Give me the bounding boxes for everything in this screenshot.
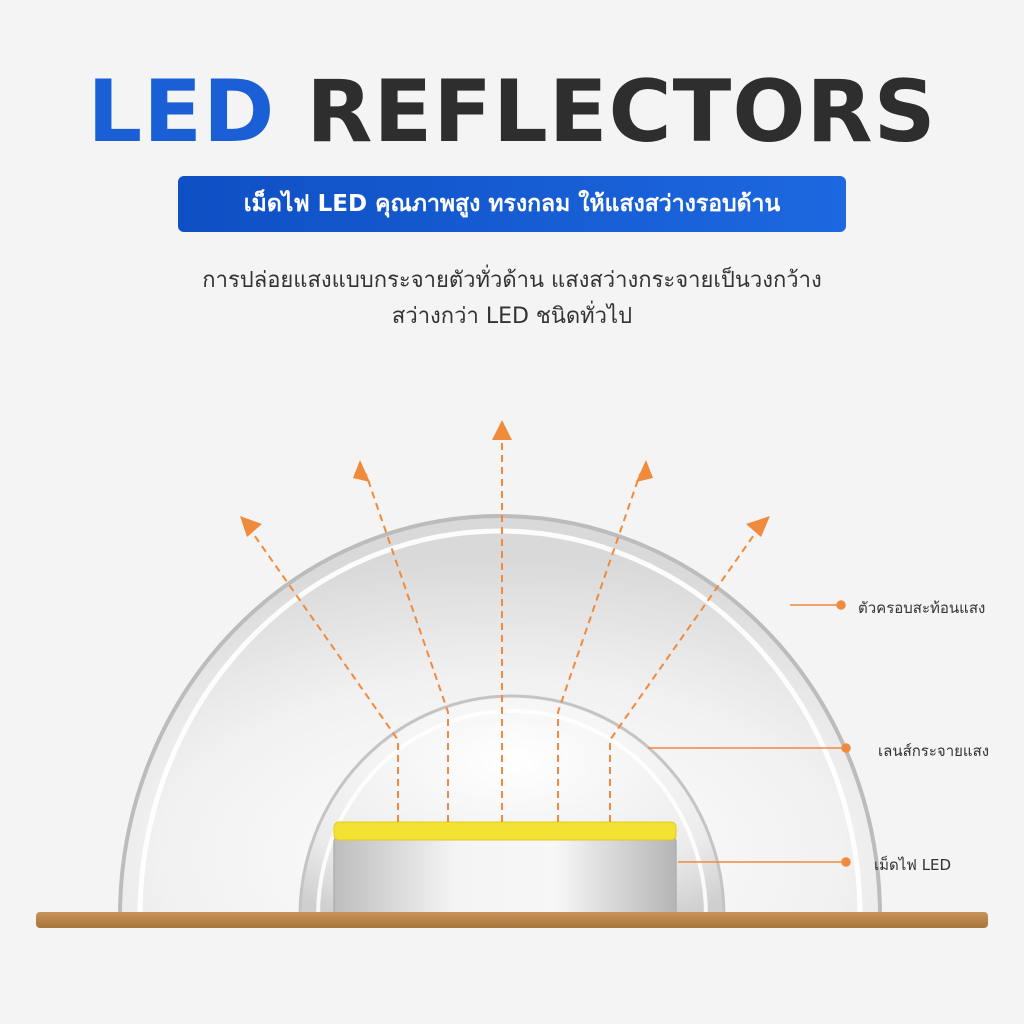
callout-dot-lens bbox=[841, 743, 851, 753]
arrow-head-3 bbox=[492, 420, 512, 440]
callout-lens: เลนส์กระจายแสง bbox=[878, 742, 990, 760]
light-rays bbox=[251, 436, 757, 822]
description-line-1: การปล่อยแสงแบบกระจายตัวทั่วด้าน แสงสว่าง… bbox=[202, 268, 822, 293]
title-reflectors: REFLECTORS bbox=[306, 62, 937, 162]
page-title: LED REFLECTORS bbox=[0, 62, 1024, 162]
description-line-2: สว่างกว่า LED ชนิดทั่วไป bbox=[391, 304, 633, 329]
title-led: LED bbox=[87, 62, 276, 162]
light-ray-4 bbox=[557, 473, 641, 822]
subtitle-banner: เม็ดไฟ LED คุณภาพสูง ทรงกลม ให้แสงสว่างร… bbox=[178, 176, 846, 232]
arrow-head-4 bbox=[636, 460, 653, 482]
callout-led: เม็ดไฟ LED bbox=[874, 856, 952, 874]
arrow-heads bbox=[240, 420, 770, 537]
light-ray-5 bbox=[609, 531, 757, 822]
subtitle-text: เม็ดไฟ LED คุณภาพสูง ทรงกลม ให้แสงสว่างร… bbox=[243, 191, 781, 217]
arrow-head-2 bbox=[353, 460, 370, 482]
callout-reflector: ตัวครอบสะท้อนแสง bbox=[858, 599, 986, 617]
callout-leaders bbox=[648, 600, 851, 867]
arrow-head-1 bbox=[240, 516, 262, 537]
callout-dot-led bbox=[841, 857, 851, 867]
light-ray-1 bbox=[251, 531, 399, 822]
led-chip-top bbox=[333, 821, 677, 841]
reflector-inner-rim bbox=[137, 528, 863, 917]
arrow-head-5 bbox=[746, 516, 770, 537]
led-chip-body bbox=[333, 835, 677, 917]
base-plate bbox=[36, 912, 988, 928]
callout-dot-reflector bbox=[836, 600, 846, 610]
lens-highlight bbox=[316, 709, 708, 917]
light-ray-2 bbox=[365, 473, 449, 822]
